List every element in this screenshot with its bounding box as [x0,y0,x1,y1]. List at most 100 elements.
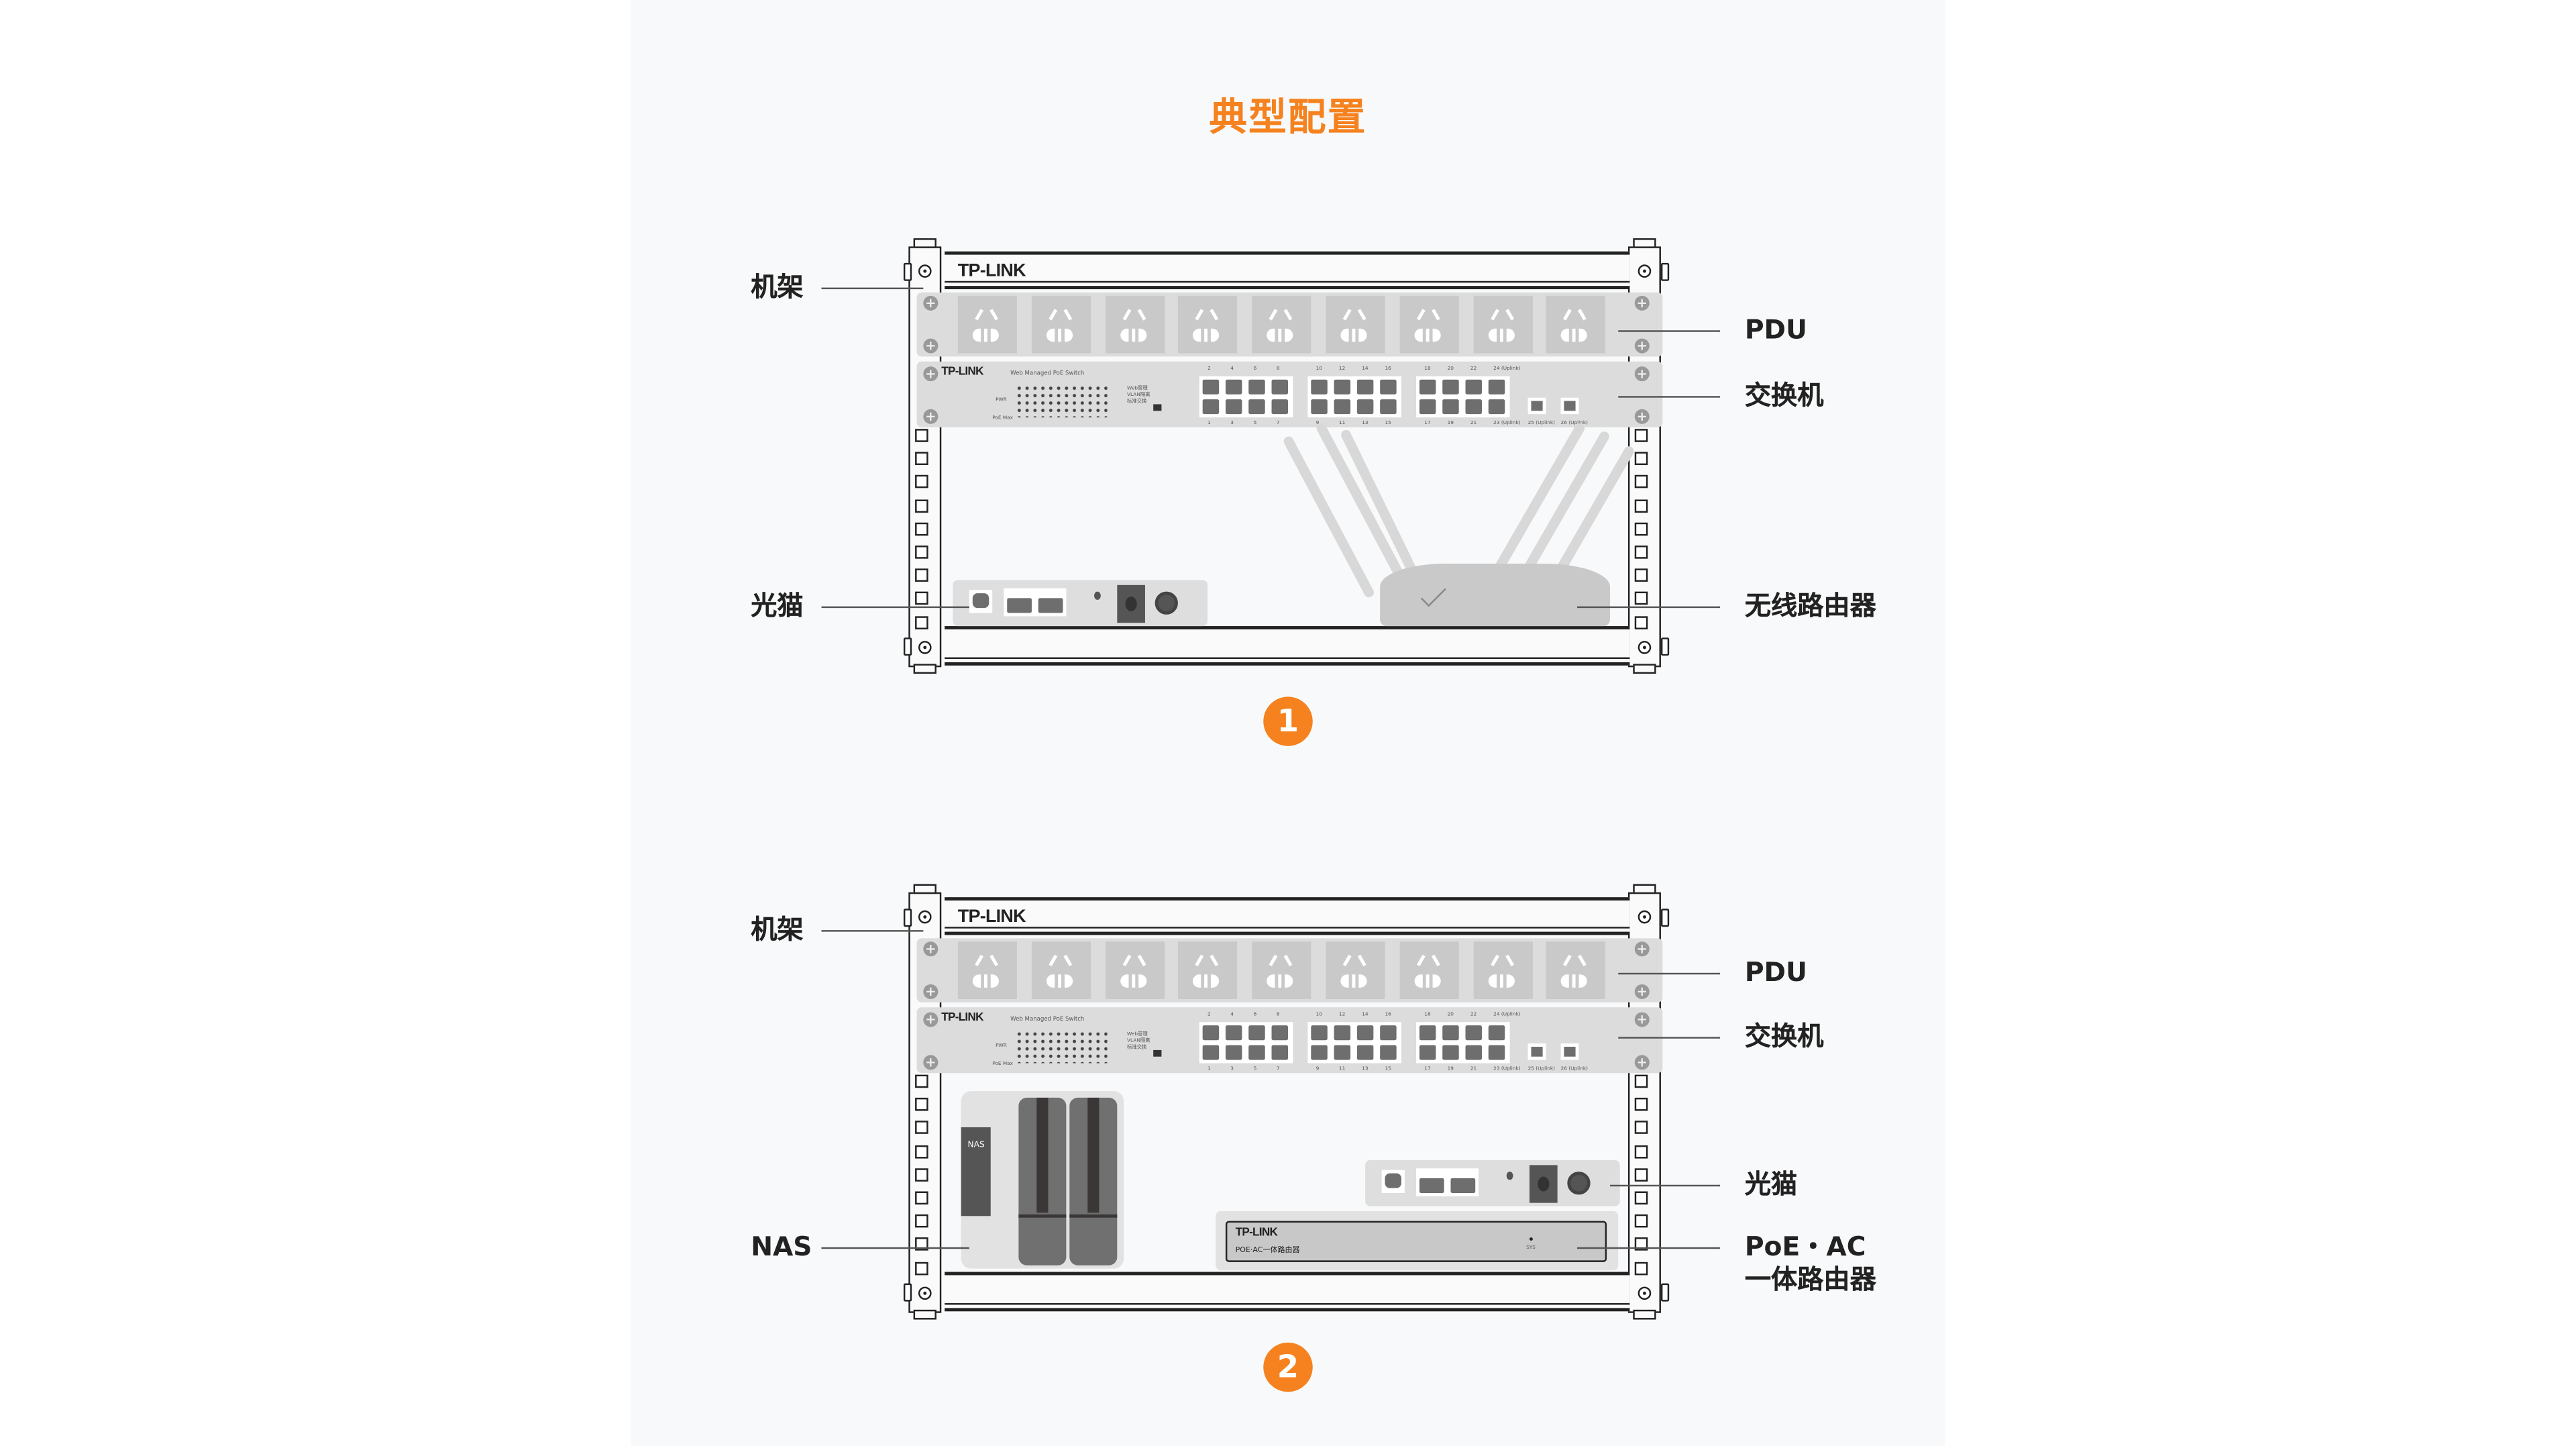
screw-icon: + [923,366,938,382]
nas-drive-slot [1087,1097,1099,1213]
led-indicators [1015,384,1108,418]
power-outlet [1472,941,1532,999]
ethernet-port [1311,1045,1328,1060]
phone-jack [1385,1173,1401,1188]
label-wireless-router: 无线路由器 [1744,590,1876,621]
rack-clip [903,909,912,927]
port-number: 25 (Uplink) [1527,419,1556,426]
port-number: 2 [1208,364,1211,372]
power-outlet [1031,295,1091,354]
ethernet-port [1248,1025,1265,1041]
mounting-hole [1634,1238,1648,1251]
port-number: 10 [1316,1011,1323,1017]
led-indicators [1015,1030,1108,1064]
led-label: PoE Max [992,1060,1014,1067]
outlet-slot [1285,974,1293,988]
ethernet-port [1488,379,1505,395]
outlet-slot [1563,954,1572,967]
ethernet-port [1311,399,1328,415]
port-number: 20 [1447,364,1454,372]
ethernet-port [1248,399,1265,415]
ethernet-port [1334,379,1351,395]
power-outlet [1178,295,1238,354]
mounting-hole [915,592,928,606]
ethernet-port [1202,399,1220,415]
mounting-hole [915,1168,928,1182]
ethernet-port [1271,1025,1289,1041]
outlet-slot [1352,974,1356,988]
mounting-hole [915,499,928,513]
outlet-slot [1193,328,1202,342]
port-number: 15 [1385,1064,1391,1072]
outlet-slot [1269,954,1278,967]
ethernet-port [1334,399,1351,415]
outlet-slot [1572,328,1576,342]
outlet-slot [1352,328,1356,342]
rack-clip [1660,909,1670,927]
screw-icon: + [923,941,938,957]
rack-foot [1633,664,1656,674]
power-outlet [1105,941,1165,999]
screw-icon: + [923,295,938,311]
screw-icon [918,1286,932,1300]
label-nas: NAS [751,1231,812,1262]
outlet-slot [1120,328,1128,342]
screw-icon: + [1634,1012,1650,1027]
power-outlet [1399,941,1459,999]
screw-icon: + [923,1055,938,1070]
port-number: 9 [1316,419,1320,426]
ethernet-port [1202,1025,1220,1041]
mounting-hole [915,429,928,442]
outlet-slot [1490,954,1499,967]
outlet-slot [1122,309,1131,321]
outlet-slot [1505,954,1514,967]
outlet-slot [1046,974,1055,988]
mode-switch [1153,404,1162,411]
port-number: 3 [1230,1064,1234,1072]
outlet-slot [990,974,999,988]
outlet-slot [1120,974,1128,988]
leader-line [821,1247,969,1249]
screw-icon: + [923,338,938,354]
port-number: 26 (Uplink) [1560,1064,1589,1072]
screw-icon: + [1634,984,1650,999]
port-number: 19 [1447,419,1454,426]
mounting-hole [915,1144,928,1158]
mounting-hole [1634,546,1648,559]
top-rail: TP-LINK [945,251,1630,290]
ethernet-port [1442,1045,1459,1060]
outlet-slot [1046,328,1055,342]
outlet-slot [1416,309,1426,321]
optical-modem [953,580,1208,627]
outlet-slot [1063,954,1072,967]
brand-logo: TP-LINK [1235,1227,1278,1239]
ethernet-port [1248,1045,1265,1060]
outlet-slot [1426,328,1430,342]
power-outlet [1546,941,1606,999]
mounting-hole [1634,1168,1648,1182]
ethernet-port [1334,1045,1351,1060]
mounting-hole [1634,475,1648,489]
ethernet-port [1465,1025,1482,1041]
screw-icon [1638,641,1652,654]
rack-clip [903,637,912,656]
label-switch: 交换机 [1744,379,1824,411]
screw-icon: + [1634,295,1650,311]
mounting-hole [915,522,928,535]
outlet-slot [1563,309,1572,321]
power-outlet [1252,295,1311,354]
outlet-slot [1131,328,1135,342]
mounting-hole [1634,1098,1648,1111]
power-button [1567,1172,1591,1195]
outlet-slot [1416,954,1426,967]
outlet-slot [1432,974,1441,988]
outlet-slot [1490,309,1499,321]
outlet-slot [1432,328,1441,342]
outlet-slot [1414,974,1423,988]
outlet-slot [1285,328,1293,342]
mode-label: Web管理 [1127,1030,1148,1037]
brand-logo: TP-LINK [957,261,1026,281]
outlet-slot [1342,309,1352,321]
